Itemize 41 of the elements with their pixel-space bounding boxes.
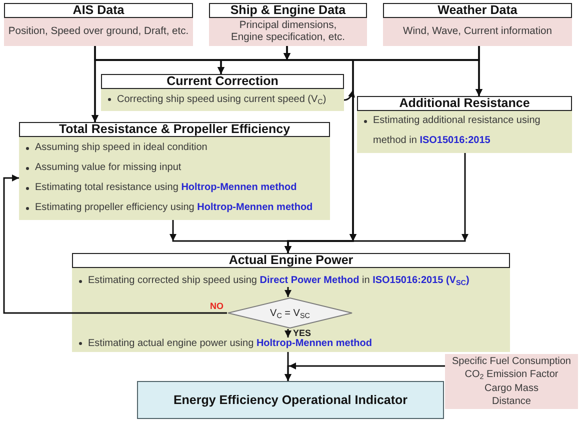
parameter-panel	[445, 354, 578, 409]
section-header: Current Correction	[101, 74, 344, 89]
parameter-text: Specific Fuel Consumption	[452, 354, 571, 368]
parameter-text: Cargo Mass	[484, 382, 538, 395]
section-header: Weather Data	[383, 3, 572, 18]
arrow	[284, 153, 468, 253]
bullet-text: Estimating propeller efficiency using Holtrop-Mennen method	[24, 198, 327, 218]
section-header: Ship & Engine Data	[209, 3, 367, 18]
section-header: Total Resistance & Propeller Efficiency	[19, 122, 330, 137]
bullet-text: Estimating actual engine power using Holtrop-Mennen method	[77, 338, 372, 348]
section-header: Additional Resistance	[357, 96, 572, 111]
description-text: Wind, Wave, Current information	[403, 26, 552, 38]
section-header: Actual Engine Power	[72, 253, 510, 268]
edge-label: NO	[209, 301, 224, 311]
edge-label: YES	[292, 328, 312, 338]
parameter-text: Distance	[492, 395, 531, 408]
arrow	[3, 174, 227, 314]
bullet-text: Estimating total resistance using Holtrop-Mennen method	[24, 178, 327, 198]
decision-diamond	[227, 297, 353, 329]
bullet-text: Assuming ship speed in ideal condition	[24, 138, 327, 158]
arrow	[284, 329, 292, 338]
description-text: Position, Speed over ground, Draft, etc.	[8, 26, 189, 38]
result-box	[137, 381, 444, 419]
bullet-text: Assuming value for missing input	[24, 158, 327, 178]
condition-text: V$_{C}$ = V$_{SC}$	[270, 308, 310, 318]
input-data-panel	[383, 3, 572, 46]
input-data-panel	[4, 3, 193, 46]
process-panel	[72, 253, 510, 352]
parameter-text: CO$_{2}$ Emission Factor	[464, 368, 558, 382]
bullet-text: Estimating corrected ship speed using Direct Power Method in ISO15016:2015 (V$_{SC}$)	[77, 275, 470, 287]
process-panel	[101, 74, 344, 111]
arrow	[284, 287, 292, 297]
bullet-text: Correcting ship speed using current speed (V$_{C}$)	[106, 93, 341, 106]
result-text: Energy Efficiency Operational Indicator	[173, 393, 408, 407]
bullet-text: Estimating additional resistance using method in ISO15016:2015	[362, 111, 569, 151]
arrow	[284, 362, 445, 381]
process-panel	[19, 122, 330, 220]
input-data-panel	[209, 3, 367, 46]
process-panel	[357, 96, 572, 153]
section-header: AIS Data	[4, 3, 193, 18]
description-text: Principal dimensions, Engine specification, etc.	[230, 20, 346, 44]
